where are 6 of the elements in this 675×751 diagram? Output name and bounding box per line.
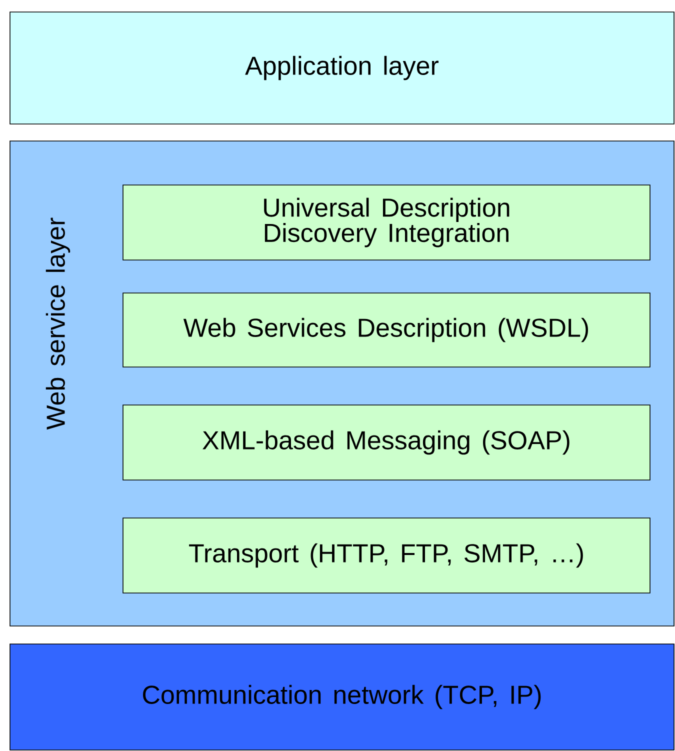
protocol-box: Transport (HTTP, FTP, SMTP, …): [122, 518, 650, 594]
layer-box: Application layer: [10, 12, 674, 124]
protocol-box: XML-based Messaging (SOAP): [122, 404, 650, 480]
protocol-box: Universal Description Discovery Integration: [122, 184, 650, 260]
layer-box: Communication network (TCP, IP): [10, 644, 674, 750]
protocol-box: Web Services Description (WSDL): [122, 292, 650, 368]
